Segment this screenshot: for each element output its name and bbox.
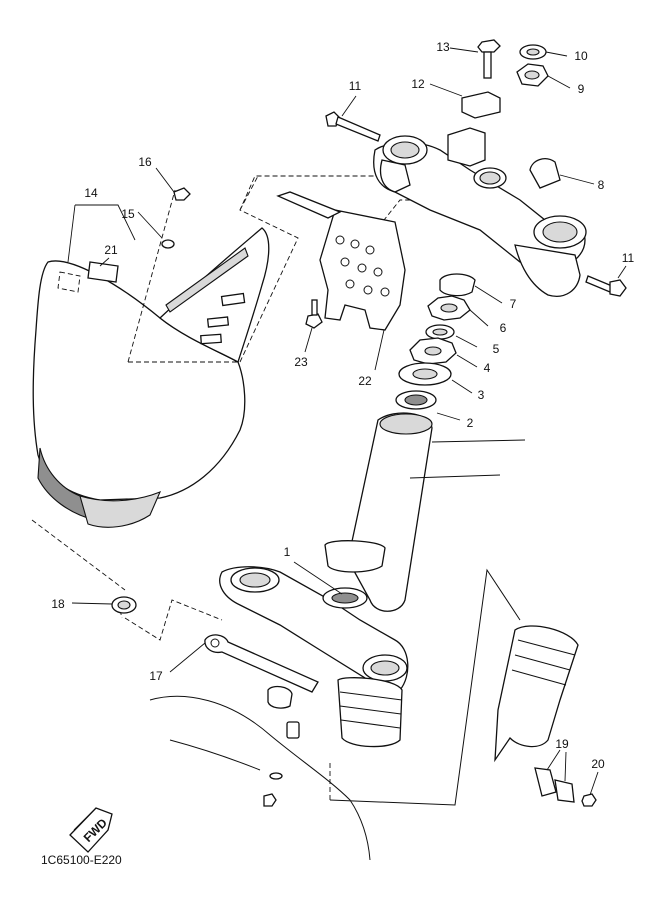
callout-4: 4 (484, 361, 491, 375)
cable-guide (276, 191, 342, 219)
bolt-20 (581, 793, 597, 807)
callout-17: 17 (149, 669, 163, 683)
collar-lower (286, 721, 300, 739)
callout-20: 20 (591, 757, 605, 771)
callout-8: 8 (598, 178, 605, 192)
callout-12: 12 (411, 77, 425, 91)
cable-guide-17 (204, 634, 319, 709)
callout-1: 1 (284, 545, 291, 559)
fork-boot (337, 625, 579, 763)
bolt-11-lower (585, 275, 627, 297)
callout-5: 5 (493, 342, 500, 356)
callout-16: 16 (138, 155, 152, 169)
callout-9: 9 (578, 82, 585, 96)
diagram-code: 1C65100-E220 (41, 853, 122, 867)
callout-23: 23 (294, 355, 308, 369)
callout-3: 3 (478, 388, 485, 402)
grommet-18 (111, 596, 137, 614)
callout-11-lower: 11 (622, 251, 635, 265)
ring-nut-6 (427, 295, 471, 321)
callout-21: 21 (104, 243, 118, 257)
callout-19: 19 (555, 737, 569, 751)
steering-stem (324, 412, 433, 612)
ring-nut-4 (409, 337, 457, 365)
plate-bracket (319, 209, 406, 331)
washer-10 (519, 44, 547, 60)
callout-13: 13 (436, 40, 450, 54)
emblem-label (87, 261, 119, 283)
callout-2: 2 (467, 416, 474, 430)
headlight-cowl (32, 227, 270, 528)
washer-lower (269, 772, 283, 780)
washer-5 (425, 324, 455, 340)
callout-7: 7 (510, 297, 517, 311)
upper-bracket (373, 135, 587, 297)
callout-22: 22 (358, 374, 372, 388)
collar-15 (161, 239, 175, 249)
callout-6: 6 (500, 321, 507, 335)
callout-labels: 1 2 3 4 5 6 7 8 9 10 11 11 12 13 14 15 1… (51, 40, 634, 771)
bolt-13 (477, 39, 501, 79)
bolt-23 (305, 299, 323, 329)
bearing-cover-3 (398, 362, 452, 386)
callout-18: 18 (51, 597, 65, 611)
under-bracket (219, 566, 409, 695)
callout-14: 14 (84, 186, 98, 200)
bolt-11-upper (325, 111, 381, 142)
bolt-lower (263, 793, 277, 807)
lower-bearing-1 (322, 587, 368, 609)
fwd-arrow-icon: FWD (69, 807, 113, 853)
nut-9 (516, 63, 549, 87)
hose-guide (534, 767, 575, 803)
callout-10: 10 (574, 49, 588, 63)
lock-washer-7 (439, 273, 476, 297)
callout-11-upper: 11 (349, 79, 362, 93)
callout-15: 15 (121, 207, 135, 221)
handlebar-holder-cap (447, 91, 501, 167)
bolt-16 (173, 187, 191, 201)
upper-bearing-2 (395, 390, 437, 410)
